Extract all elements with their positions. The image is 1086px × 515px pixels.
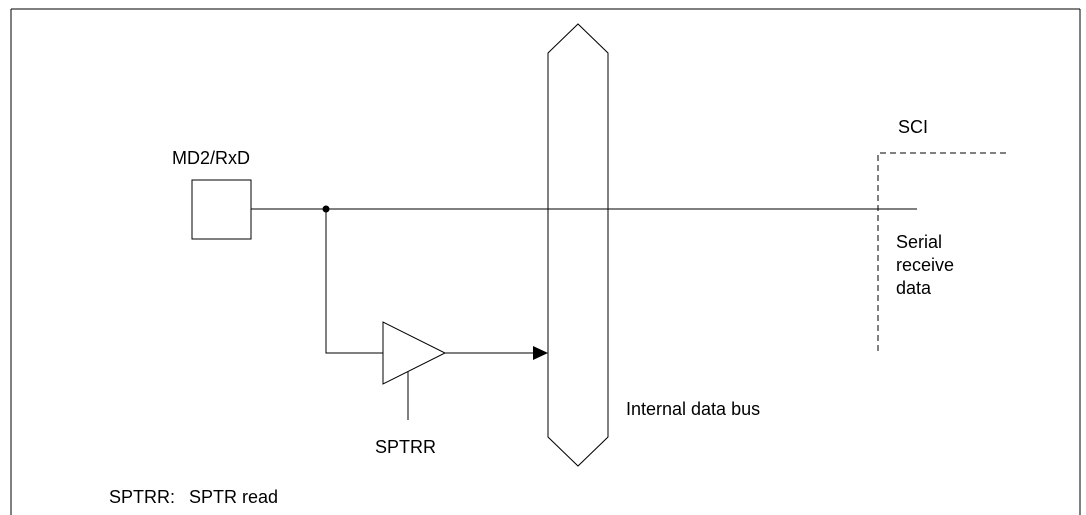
sci-label: SCI bbox=[898, 117, 929, 137]
branch-line bbox=[325, 209, 383, 354]
pin-label: MD2/RxD bbox=[172, 148, 251, 168]
legend: SPTRR: SPTR read bbox=[109, 486, 278, 508]
buffer-triangle bbox=[382, 321, 447, 385]
pin-box bbox=[191, 179, 252, 240]
legend-meaning: SPTR read bbox=[189, 487, 279, 507]
serial-receive-line-1: Serial bbox=[896, 232, 943, 252]
serial-receive-data-label: Serial receive data bbox=[896, 231, 1016, 300]
serial-receive-line-3: data bbox=[896, 278, 932, 298]
internal-data-bus-label: Internal data bus bbox=[626, 399, 761, 419]
sptrr-label: SPTRR bbox=[375, 437, 437, 457]
internal-data-bus bbox=[547, 23, 609, 467]
legend-abbr: SPTRR: bbox=[109, 487, 176, 507]
sci-boundary bbox=[877, 152, 1006, 355]
arrowhead bbox=[533, 346, 548, 360]
serial-receive-line-2: receive bbox=[896, 255, 955, 275]
